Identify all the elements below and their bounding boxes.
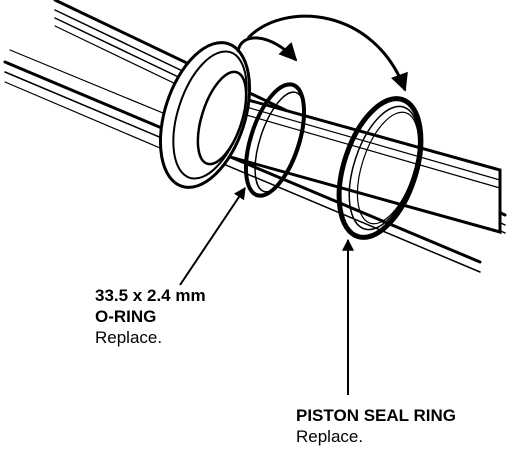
o-ring (243, 82, 307, 198)
piston-seal-action: Replace. (296, 427, 364, 446)
piston-rod (203, 86, 502, 234)
o-ring-name: O-RING (95, 307, 157, 326)
piston-seal-name: PISTON SEAL RING (296, 406, 456, 425)
o-ring-callout: 33.5 x 2.4 mm O-RING Replace. (95, 285, 206, 348)
o-ring-leader (179, 187, 246, 286)
seal-ring-install-arrow (246, 14, 408, 92)
o-ring-size: 33.5 x 2.4 mm (95, 286, 206, 305)
leader-lines (179, 187, 354, 395)
install-arrows (236, 14, 408, 92)
piston-collar (158, 41, 252, 189)
o-ring-install-arrow (236, 36, 298, 62)
piston-seal-ring (336, 96, 424, 240)
piston-seal-callout: PISTON SEAL RING Replace. (296, 405, 456, 447)
o-ring-action: Replace. (95, 328, 163, 347)
